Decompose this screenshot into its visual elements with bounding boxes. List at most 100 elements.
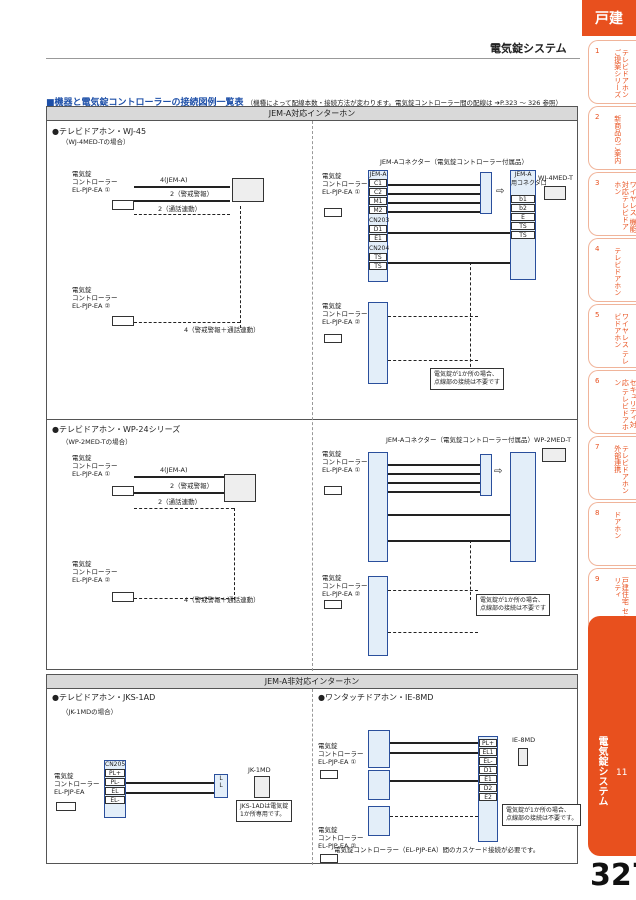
wire-ts-2 [388,540,510,542]
wire-jema-2 [134,476,224,478]
device-pin: TS [511,222,535,230]
diagram-sub-wp24: （WP-2MED-Tの場合） [62,438,132,446]
term-l1: L [219,775,223,782]
jem-box-label: JEM-A 用コネクタ口 [511,171,547,187]
right-controller-box-2 [324,334,342,343]
side-tab-label: セキュリティ対応 テレビドアホン [613,379,636,431]
wire-c1 [388,184,482,186]
wire-bottom-2 [134,598,234,599]
side-tab-label: ワイヤレス 機能対応テレビドアホン [613,181,636,233]
device-icon-wp [542,448,566,462]
ie-pin: D2 [479,784,497,792]
controller-box-jks [56,802,76,811]
page-title: 電気錠システム [490,42,567,55]
wire-jks-2 [126,792,214,794]
cn205-pin: PL- [105,778,125,786]
note-box-2: 電気錠が1か所の場合、 点線部の接続は不要です [476,594,551,616]
ie-pin: EL1 [479,748,497,756]
wire-call-2 [134,508,234,509]
right-controller-label-2: 電気錠 コントローラー EL-PJP-EA ② [322,302,368,327]
ie-pin: E1 [479,775,497,783]
controller-label-4: 電気錠 コントローラー EL-PJP-EA ② [72,560,118,585]
cn203-label: CN203 [369,217,390,224]
arrow-icon-2: ⇨ [494,466,503,477]
terminal-pin: TS [369,262,387,270]
note-box-1: 電気錠が1か所の場合、 点線部の接続は不要です [430,368,505,390]
controller-box-1 [112,200,134,210]
wire-ts [388,262,510,264]
terminal-pin: E1 [369,234,387,242]
wire-label-alarm-2: 2（警戒警報） [170,482,214,490]
arrow-icon: ⇨ [496,186,505,197]
device-label-ie: IE-8MD [512,736,536,744]
terminal-pin: C1 [369,179,387,187]
active-tab-num: 11 [616,768,628,778]
diagram-title-ie: ●ワンタッチドアホン・IE-8MD [318,693,434,702]
wire-vertical-2 [470,262,471,372]
cn205-label: CN205 [105,761,126,768]
intercom-monitor-wj45 [232,178,264,202]
connector-label-2: JEM-Aコネクター（電気錠コントローラー付属品） [386,436,535,444]
section-header: JEM-A対応インターホン [47,107,577,121]
wire-label-jema: 4(JEM-A) [160,176,188,184]
wire-jks-1 [126,782,214,784]
section-non-jem-a: JEM-A非対応インターホン [46,674,578,865]
side-tab-label: ワイヤレス テレビドアホン [613,313,630,365]
wire-m2 [388,211,482,213]
wire-ts2 [388,360,478,361]
wire-label-call-2: 2（通話連動） [158,498,202,506]
diagram-sub-jks: （JK-1MDの場合） [62,708,118,716]
diagram-title-jks: ●テレビドアホン・JKS-1AD [52,693,156,702]
controller-box-ie-2 [320,854,338,863]
wire-ie-4 [390,816,478,817]
controller-box-2 [112,316,134,326]
terminal-pin: TS [369,253,387,261]
wire-d2-2 [388,590,478,591]
jks-terminal: L L [214,774,228,798]
right-controller-box-1 [324,208,342,217]
terminal-pin: M2 [369,206,387,214]
right-controller-label-1: 電気錠 コントローラー EL-PJP-EA ① [322,172,368,197]
diagram-title-wj45: ●テレビドアホン・WJ-45 [52,127,147,136]
wire-label-call: 2（通話連動） [158,205,202,213]
device-pin: b1 [511,195,535,203]
right-controller-label-4: 電気錠 コントローラー EL-PJP-EA ② [322,574,368,599]
jem-plug [480,172,492,214]
side-tab-active[interactable]: 電気錠システム 11 [588,616,636,856]
wire-m1 [388,202,482,204]
ie-terminal-2 [368,770,390,800]
side-tab-label: テレビドアホン 外部連携 [613,445,630,494]
side-tab-num: 8 [595,509,600,517]
device-icon-jk [254,776,270,798]
wire-d1-2 [388,514,510,516]
table-title: ■機器と電気錠コントローラーの接続図例一覧表 （機種によって配線本数・接続方法が… [46,95,562,108]
controller-label-ie-1: 電気錠 コントローラー EL-PJP-EA ① [318,742,364,767]
wire-m2-2 [388,491,482,493]
wire-ie-3 [390,780,478,782]
side-tab-label: 戸建住宅 セキュリティ [613,577,630,629]
section-jem-a: JEM-A対応インターホン [46,106,578,671]
side-tab-num: 9 [595,575,600,583]
diagram-sub-wj45: （WJ-4MED-Tの場合） [62,138,130,146]
terminal-pin: C2 [369,188,387,196]
diagram-title-wp24: ●テレビドアホン・WP-24シリーズ [52,425,181,434]
cn205-pin: PL+ [105,769,125,777]
device-pin: b2 [511,204,535,212]
wire-label-jema-2: 4(JEM-A) [160,466,188,474]
wire-ts2-2 [388,632,478,633]
wire-d2 [388,316,478,317]
wire-ie-2 [390,752,478,754]
